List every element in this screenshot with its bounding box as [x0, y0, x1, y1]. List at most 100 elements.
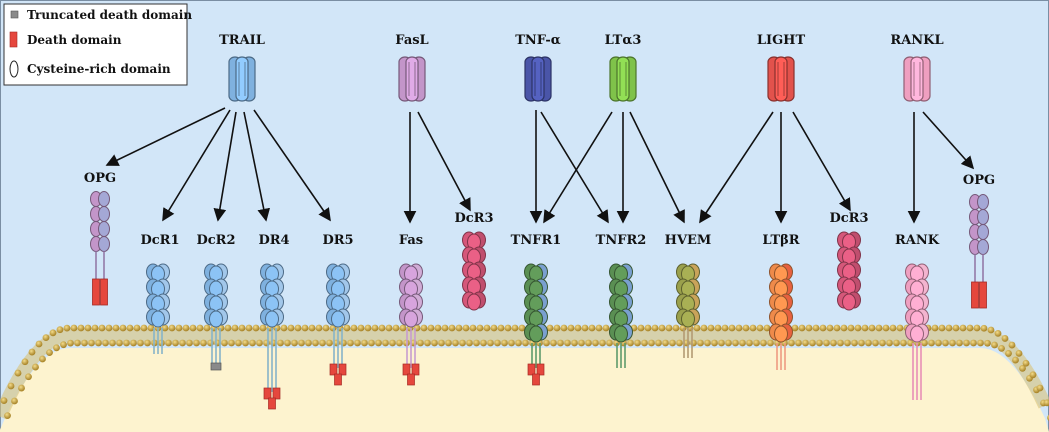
- lipid-head-inner: [585, 339, 592, 347]
- dcr3-soluble-a: [462, 231, 486, 311]
- lipid-head-inner: [634, 339, 641, 347]
- lipid-head-inner: [466, 339, 473, 347]
- lipid-head-outer: [805, 324, 813, 332]
- lipid-head-outer: [595, 324, 603, 332]
- lipid-head-inner: [263, 339, 270, 347]
- lipid-head-inner: [53, 344, 60, 352]
- lipid-head-inner: [312, 339, 319, 347]
- lipid-head-outer: [707, 324, 715, 332]
- lipid-head-outer: [868, 324, 876, 332]
- label-dr5: DR5: [322, 233, 353, 248]
- lipid-head-outer: [420, 324, 428, 332]
- binding-arrows: [105, 107, 975, 224]
- binding-arrow: [253, 109, 331, 222]
- lipid-head-outer: [938, 324, 946, 332]
- lipid-head-inner: [242, 339, 249, 347]
- lipid-head-inner: [123, 339, 130, 347]
- lipid-head-inner: [977, 339, 984, 347]
- lipid-head-inner: [305, 339, 312, 347]
- lipid-head-inner: [844, 339, 851, 347]
- lipid-head-outer: [1001, 335, 1009, 342]
- lipid-head-inner: [200, 339, 207, 347]
- lipid-head-inner: [697, 339, 704, 347]
- lipid-head-outer: [385, 324, 393, 332]
- label-dcr3-b: DcR3: [829, 211, 868, 226]
- lipid-head-outer: [196, 324, 204, 332]
- lipid-head-inner: [130, 339, 137, 347]
- receptors: [90, 191, 989, 410]
- lipid-head-outer: [427, 324, 435, 332]
- lipid-head-outer: [644, 324, 652, 332]
- truncated-death-domain: [210, 362, 222, 371]
- ligand-subunit: [405, 56, 419, 102]
- lipid-head-outer: [847, 324, 855, 332]
- lipid-head-outer: [441, 324, 449, 332]
- lipid-head-inner: [711, 339, 718, 347]
- label-rankl: RANKL: [890, 33, 943, 48]
- lipid-head-inner: [193, 339, 200, 347]
- lipid-head-inner: [816, 339, 823, 347]
- truncated-death-domain-swatch: [10, 10, 19, 19]
- binding-arrow: [105, 107, 226, 166]
- lipid-head-outer: [28, 348, 36, 356]
- label-fasl: FasL: [395, 33, 428, 48]
- rank-receptor: [905, 263, 929, 400]
- lipid-head-outer: [602, 324, 610, 332]
- cysteine-rich-domain: [404, 310, 418, 328]
- death-domain: [338, 363, 347, 376]
- lipid-head-inner: [165, 339, 172, 347]
- label-dcr3-a: DcR3: [454, 211, 493, 226]
- death-domain: [407, 373, 415, 386]
- lipid-head-outer: [14, 369, 22, 377]
- lipid-head-inner: [599, 339, 606, 347]
- lipid-head-outer: [84, 324, 92, 332]
- lipid-head-outer: [812, 324, 820, 332]
- ligand-subunit: [774, 56, 788, 102]
- lipid-head-inner: [347, 339, 354, 347]
- lipid-head-inner: [228, 339, 235, 347]
- cysteine-rich-domain: [331, 310, 345, 328]
- lipid-head-inner: [543, 339, 550, 347]
- lipid-head-outer: [98, 324, 106, 332]
- lipid-head-outer: [392, 324, 400, 332]
- tnfr2-receptor: [609, 263, 633, 368]
- lipid-head-outer: [966, 324, 974, 332]
- lipid-head-outer: [231, 324, 239, 332]
- lipid-head-outer: [945, 324, 953, 332]
- binding-arrow: [540, 111, 609, 224]
- lipid-head-inner: [375, 339, 382, 347]
- lipid-head-inner: [669, 339, 676, 347]
- cysteine-rich-domain: [151, 310, 165, 328]
- lipid-head-inner: [74, 339, 81, 347]
- lipid-head-inner: [795, 339, 802, 347]
- lipid-head-inner: [921, 339, 928, 347]
- death-domain-swatch: [9, 31, 18, 48]
- lipid-head-outer: [301, 324, 309, 332]
- cysteine-rich-domain: [98, 221, 110, 237]
- lipid-head-inner: [186, 339, 193, 347]
- lipid-head-inner: [60, 341, 67, 349]
- lipid-head-inner: [942, 339, 949, 347]
- opg-left: [90, 191, 110, 306]
- lipid-head-outer: [462, 324, 470, 332]
- lipid-head-inner: [361, 339, 368, 347]
- label-tnfr1: TNFR1: [511, 233, 562, 248]
- lipid-head-outer: [42, 334, 50, 341]
- lipid-head-inner: [662, 339, 669, 347]
- lipid-head-outer: [245, 324, 253, 332]
- lipid-head-outer: [350, 324, 358, 332]
- ligand-subunit: [616, 56, 630, 102]
- lipid-head-outer: [693, 324, 701, 332]
- lipid-head-inner: [893, 339, 900, 347]
- lipid-head-outer: [588, 324, 596, 332]
- lipid-head-inner: [438, 339, 445, 347]
- dcr3-soluble-b: [837, 231, 861, 311]
- death-domain: [532, 373, 540, 386]
- lipid-head-inner: [396, 339, 403, 347]
- lipid-head-inner: [606, 339, 613, 347]
- lipid-head-inner: [452, 339, 459, 347]
- lipid-head-outer: [147, 324, 155, 332]
- cysteine-rich-domain: [98, 191, 110, 207]
- lipid-head-inner: [564, 339, 571, 347]
- lipid-head-outer: [224, 324, 232, 332]
